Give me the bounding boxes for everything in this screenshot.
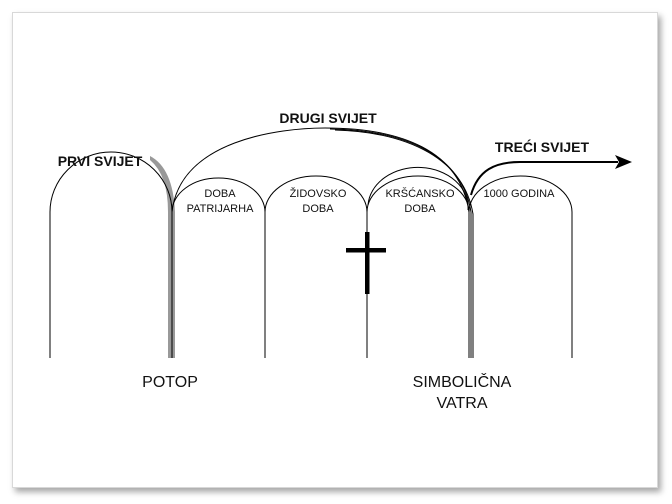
arch-second-world-3: [334, 129, 474, 358]
cross-icon-horizontal: [346, 248, 386, 253]
arch-label-jewish-2: DOBA: [302, 203, 334, 215]
label-first-world: PRVI SVIJET: [58, 153, 143, 169]
label-third-world: TREĆI SVIJET: [495, 138, 590, 155]
cross-icon-vertical: [365, 232, 370, 294]
arch-label-patriarchs-2: PATRIJARHA: [187, 203, 254, 215]
label-flood: POTOP: [142, 374, 198, 391]
label-fire-1: SIMBOLIČNA: [413, 372, 512, 391]
arch-label-patriarchs-1: DOBA: [204, 188, 236, 200]
gray-band-flood: [150, 156, 175, 358]
label-second-world: DRUGI SVIJET: [279, 110, 377, 126]
arrow-head-icon: [615, 155, 632, 169]
arch-label-jewish-1: ŽIDOVSKO: [290, 187, 347, 200]
third-world-arrow-line: [470, 161, 618, 196]
label-fire-2: VATRA: [437, 395, 488, 412]
arch-jewish: [264, 175, 368, 358]
arch-patriarchs: [171, 177, 266, 358]
arch-label-christian-1: KRŠĆANSKO: [385, 187, 455, 200]
arch-label-millennium: 1000 GODINA: [484, 188, 556, 200]
arch-millennium: [468, 175, 573, 358]
arch-second-world-2: [329, 128, 472, 358]
arch-first-world: [49, 151, 173, 358]
diagram-card: [12, 12, 658, 488]
arch-label-christian-2: DOBA: [404, 203, 436, 215]
